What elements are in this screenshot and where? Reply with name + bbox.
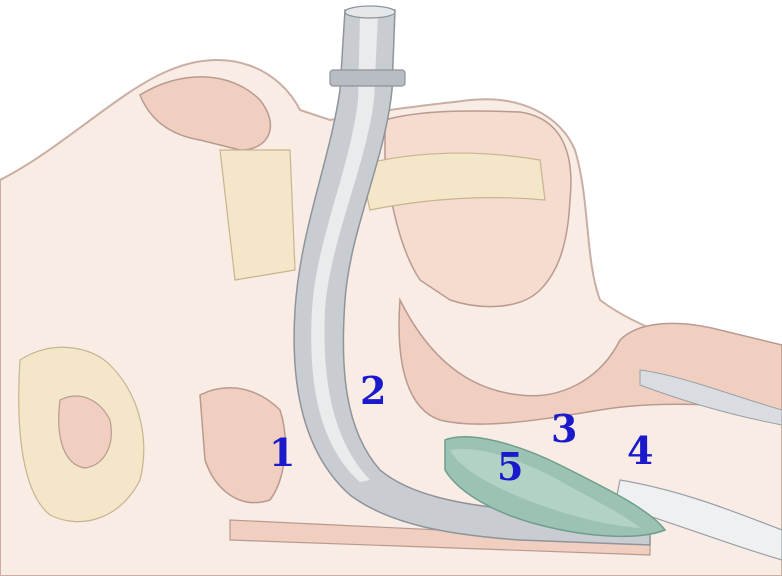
label-2: 2	[360, 368, 386, 413]
label-3: 3	[551, 406, 577, 451]
label-5: 5	[497, 444, 523, 489]
label-1: 1	[269, 430, 295, 475]
tube-opening	[345, 6, 395, 18]
tube-connector	[330, 70, 405, 86]
label-4: 4	[627, 428, 653, 473]
